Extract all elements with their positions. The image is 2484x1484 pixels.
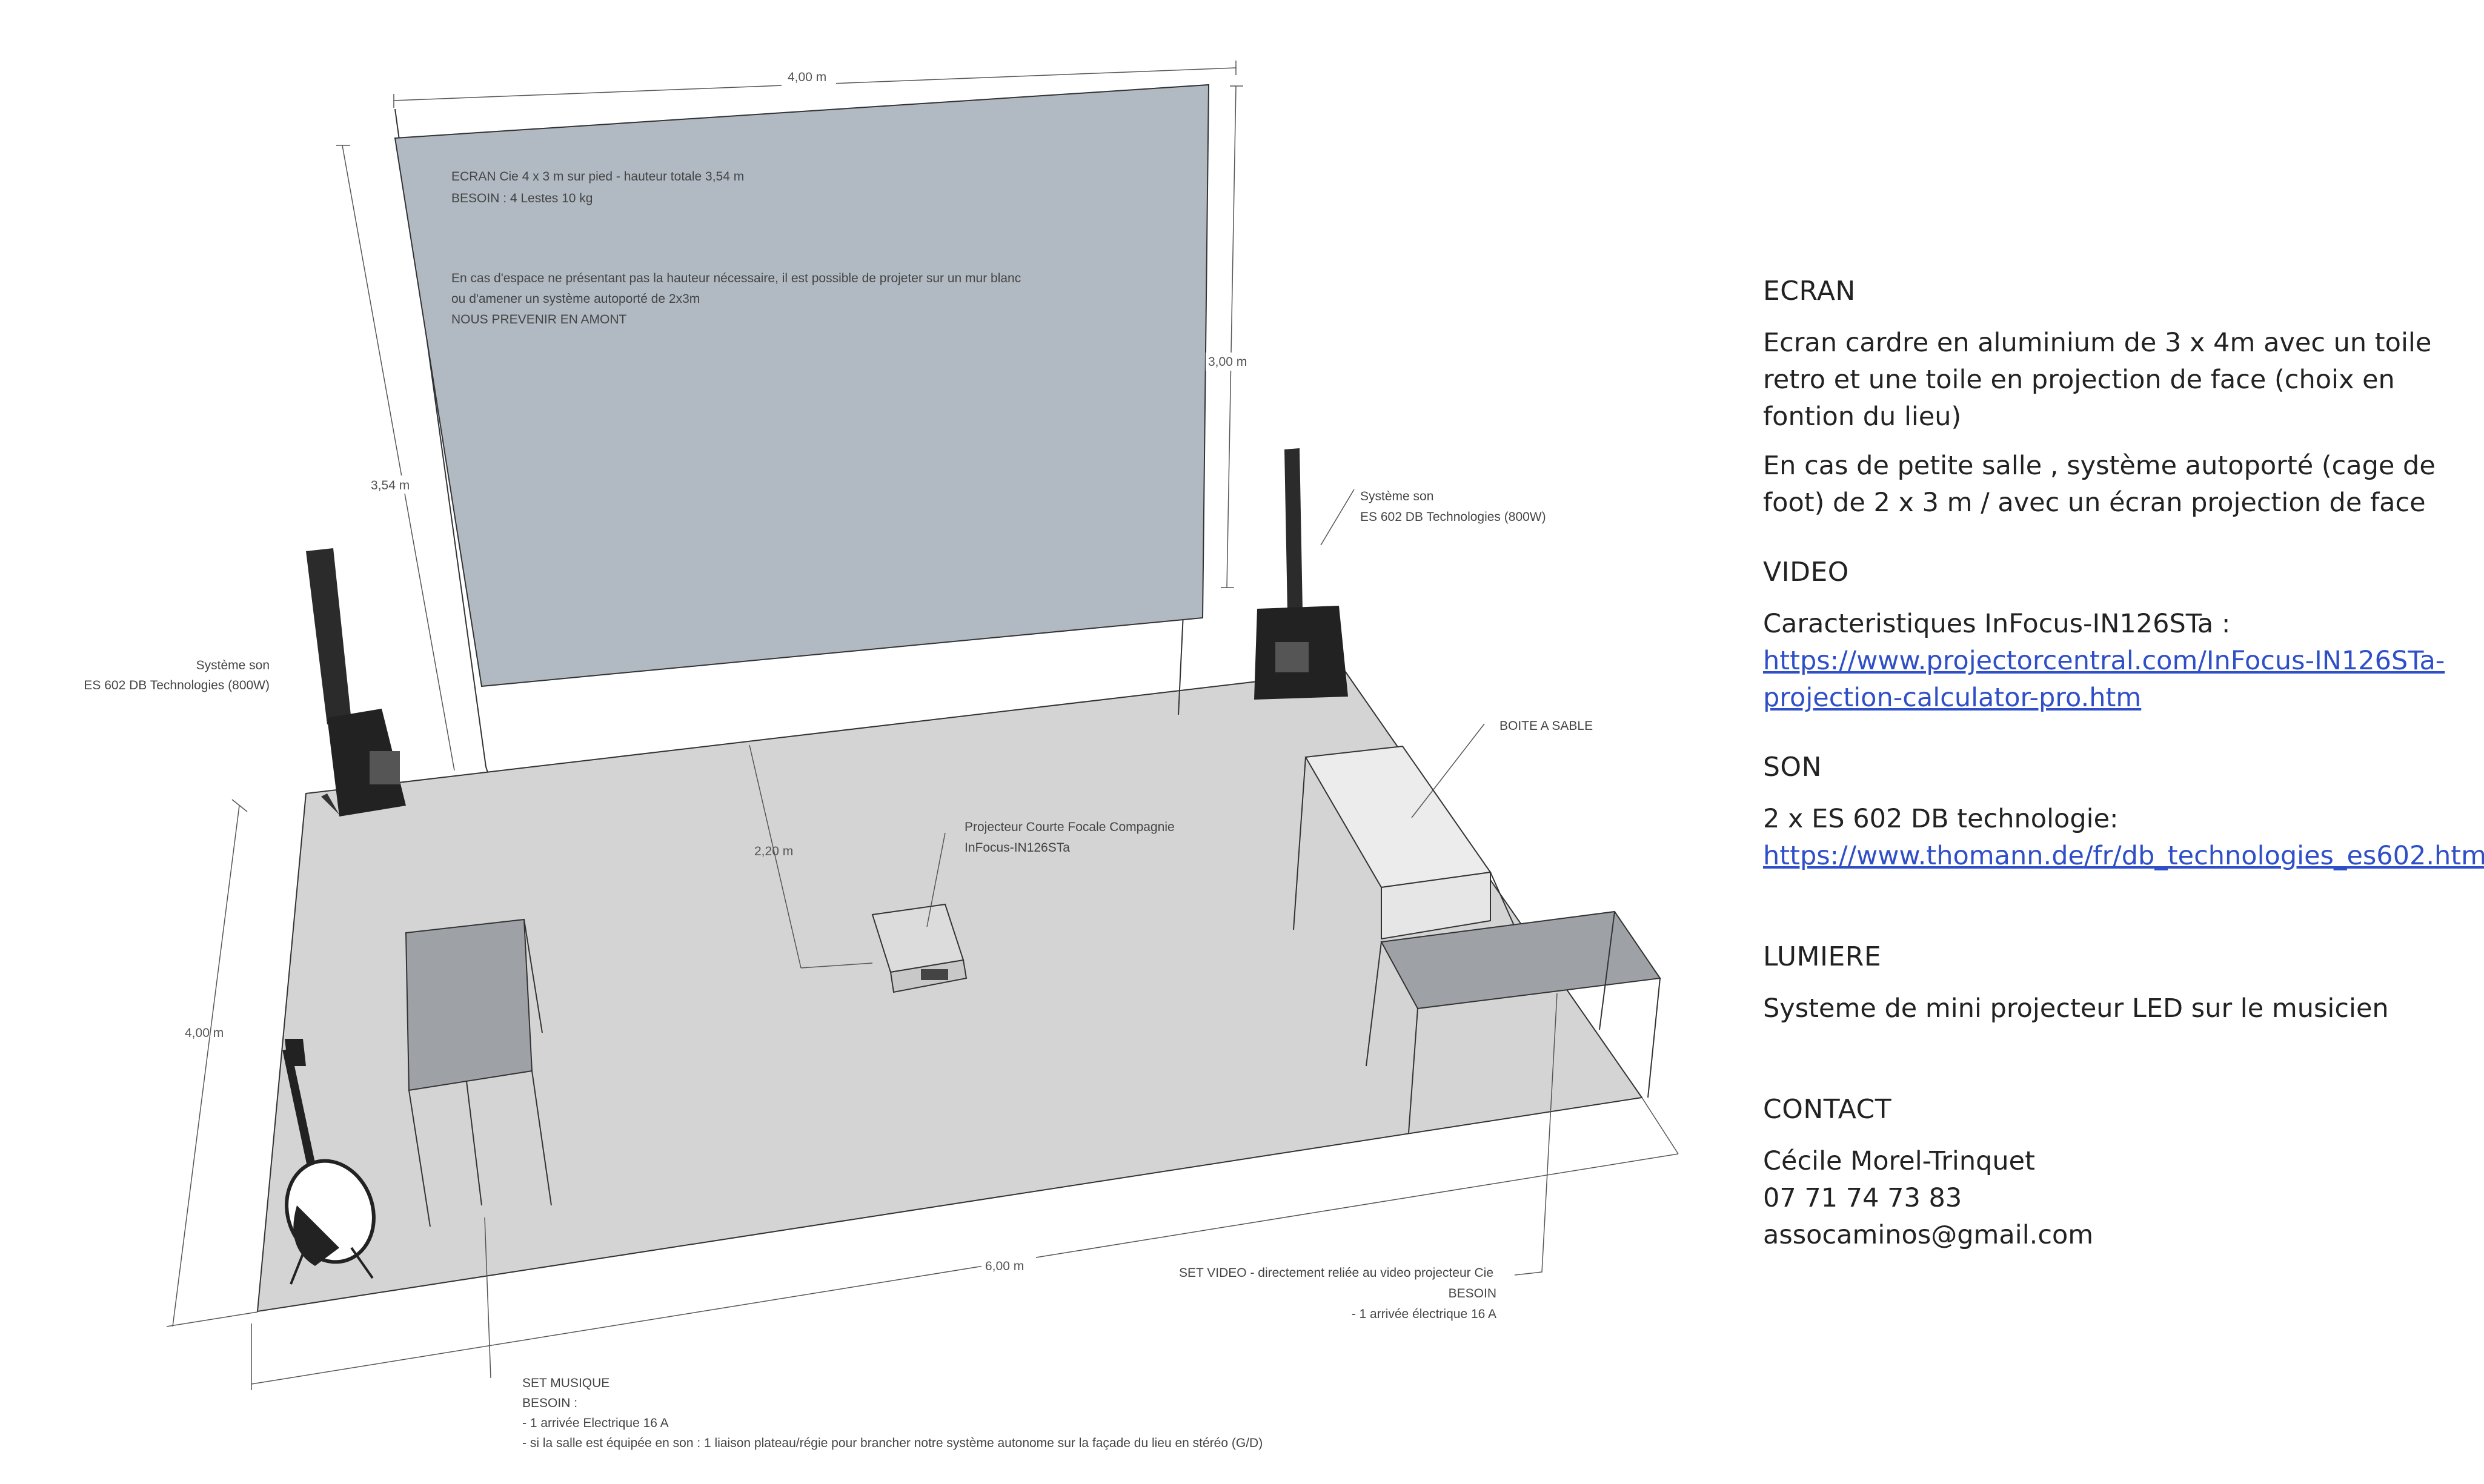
ecran-title: ECRAN bbox=[1763, 276, 1856, 306]
video-projector bbox=[871, 903, 968, 993]
contact-email[interactable]: assocaminos@gmail.com bbox=[1763, 1220, 2094, 1250]
section-lumiere: LUMIERE Systeme de mini projecteur LED s… bbox=[1763, 941, 2460, 1027]
speaker-right-line1: Système son bbox=[1360, 489, 1433, 503]
dim-screen-height: 3,00 m bbox=[1208, 355, 1247, 369]
section-contact: CONTACT Cécile Morel-Trinquet 07 71 74 7… bbox=[1763, 1094, 2460, 1254]
son-link[interactable]: https://www.thomann.de/fr/db_technologie… bbox=[1763, 841, 2484, 871]
set-musique-line2: BESOIN : bbox=[522, 1396, 577, 1410]
set-video-line3: - 1 arrivée électrique 16 A bbox=[1352, 1307, 1496, 1321]
screen-note-line5: NOUS PREVENIR EN AMONT bbox=[451, 313, 627, 326]
projection-screen bbox=[394, 84, 1210, 687]
speaker-left-line2: ES 602 DB Technologies (800W) bbox=[84, 678, 270, 692]
dim-screen-width: 4,00 m bbox=[788, 70, 826, 84]
screen-note-line1: ECRAN Cie 4 x 3 m sur pied - hauteur tot… bbox=[451, 170, 744, 184]
set-musique-line4: - si la salle est équipée en son : 1 lia… bbox=[522, 1436, 1263, 1450]
info-panel: ECRAN Ecran cardre en aluminium de 3 x 4… bbox=[1763, 276, 2484, 1289]
dim-line-screen-height bbox=[1226, 85, 1237, 588]
sandbox-box bbox=[1293, 745, 1515, 940]
dim-line-total-height bbox=[342, 145, 455, 771]
dim-line-stage-depth bbox=[172, 805, 240, 1327]
speaker-left bbox=[306, 548, 406, 817]
stage-plan-diagram: ECRAN Cie 4 x 3 m sur pied - hauteur tot… bbox=[84, 61, 1679, 1450]
section-ecran: ECRAN Ecran cardre en aluminium de 3 x 4… bbox=[1763, 276, 2460, 522]
projector-line2: InFocus-IN126STa bbox=[965, 841, 1070, 855]
screen-note-line4: ou d'amener un système autoporté de 2x3m bbox=[451, 292, 700, 306]
music-table bbox=[405, 918, 552, 1227]
speaker-right-line2: ES 602 DB Technologies (800W) bbox=[1360, 510, 1546, 524]
guitar-icon bbox=[282, 1039, 376, 1285]
speaker-right bbox=[1254, 448, 1348, 700]
dim-stage-width: 6,00 m bbox=[985, 1259, 1024, 1273]
dim-stage-depth: 4,00 m bbox=[185, 1026, 224, 1040]
section-son: SON 2 x ES 602 DB technologie: https://w… bbox=[1763, 752, 2484, 875]
set-musique-line3: - 1 arrivée Electrique 16 A bbox=[522, 1416, 669, 1430]
set-video-line2: BESOIN bbox=[1449, 1287, 1496, 1300]
set-video-line1: SET VIDEO - directement reliée au video … bbox=[1179, 1266, 1493, 1280]
ecran-text-1: Ecran cardre en aluminium de 3 x 4m avec… bbox=[1763, 328, 2432, 432]
sandbox-label: BOITE A SABLE bbox=[1499, 719, 1593, 733]
contact-title: CONTACT bbox=[1763, 1094, 1892, 1125]
son-title: SON bbox=[1763, 752, 1822, 783]
dim-total-height: 3,54 m bbox=[371, 479, 410, 492]
video-label: Caracteristiques InFocus-IN126STa : bbox=[1763, 609, 2231, 639]
dim-projector-distance: 2,20 m bbox=[754, 844, 793, 858]
lumiere-title: LUMIERE bbox=[1763, 941, 1882, 972]
video-title: VIDEO bbox=[1763, 557, 1849, 588]
contact-name: Cécile Morel-Trinquet bbox=[1763, 1146, 2035, 1176]
set-musique-line1: SET MUSIQUE bbox=[522, 1376, 609, 1390]
projector-line1: Projecteur Courte Focale Compagnie bbox=[965, 820, 1175, 834]
son-label: 2 x ES 602 DB technologie: bbox=[1763, 804, 2119, 834]
screen-note-line2: BESOIN : 4 Lestes 10 kg bbox=[451, 191, 593, 205]
lumiere-text: Systeme de mini projecteur LED sur le mu… bbox=[1763, 993, 2389, 1024]
screen-note-line3: En cas d'espace ne présentant pas la hau… bbox=[451, 271, 1021, 285]
ecran-text-2: En cas de petite salle , système autopor… bbox=[1763, 451, 2436, 518]
video-table bbox=[1366, 910, 1661, 1133]
contact-phone: 07 71 74 73 83 bbox=[1763, 1183, 1962, 1213]
section-video: VIDEO Caracteristiques InFocus-IN126STa … bbox=[1763, 557, 2460, 717]
speaker-left-line1: Système son bbox=[196, 658, 270, 672]
dim-line-projector-distance bbox=[749, 744, 802, 969]
video-link[interactable]: https://www.projectorcentral.com/InFocus… bbox=[1763, 646, 2445, 713]
